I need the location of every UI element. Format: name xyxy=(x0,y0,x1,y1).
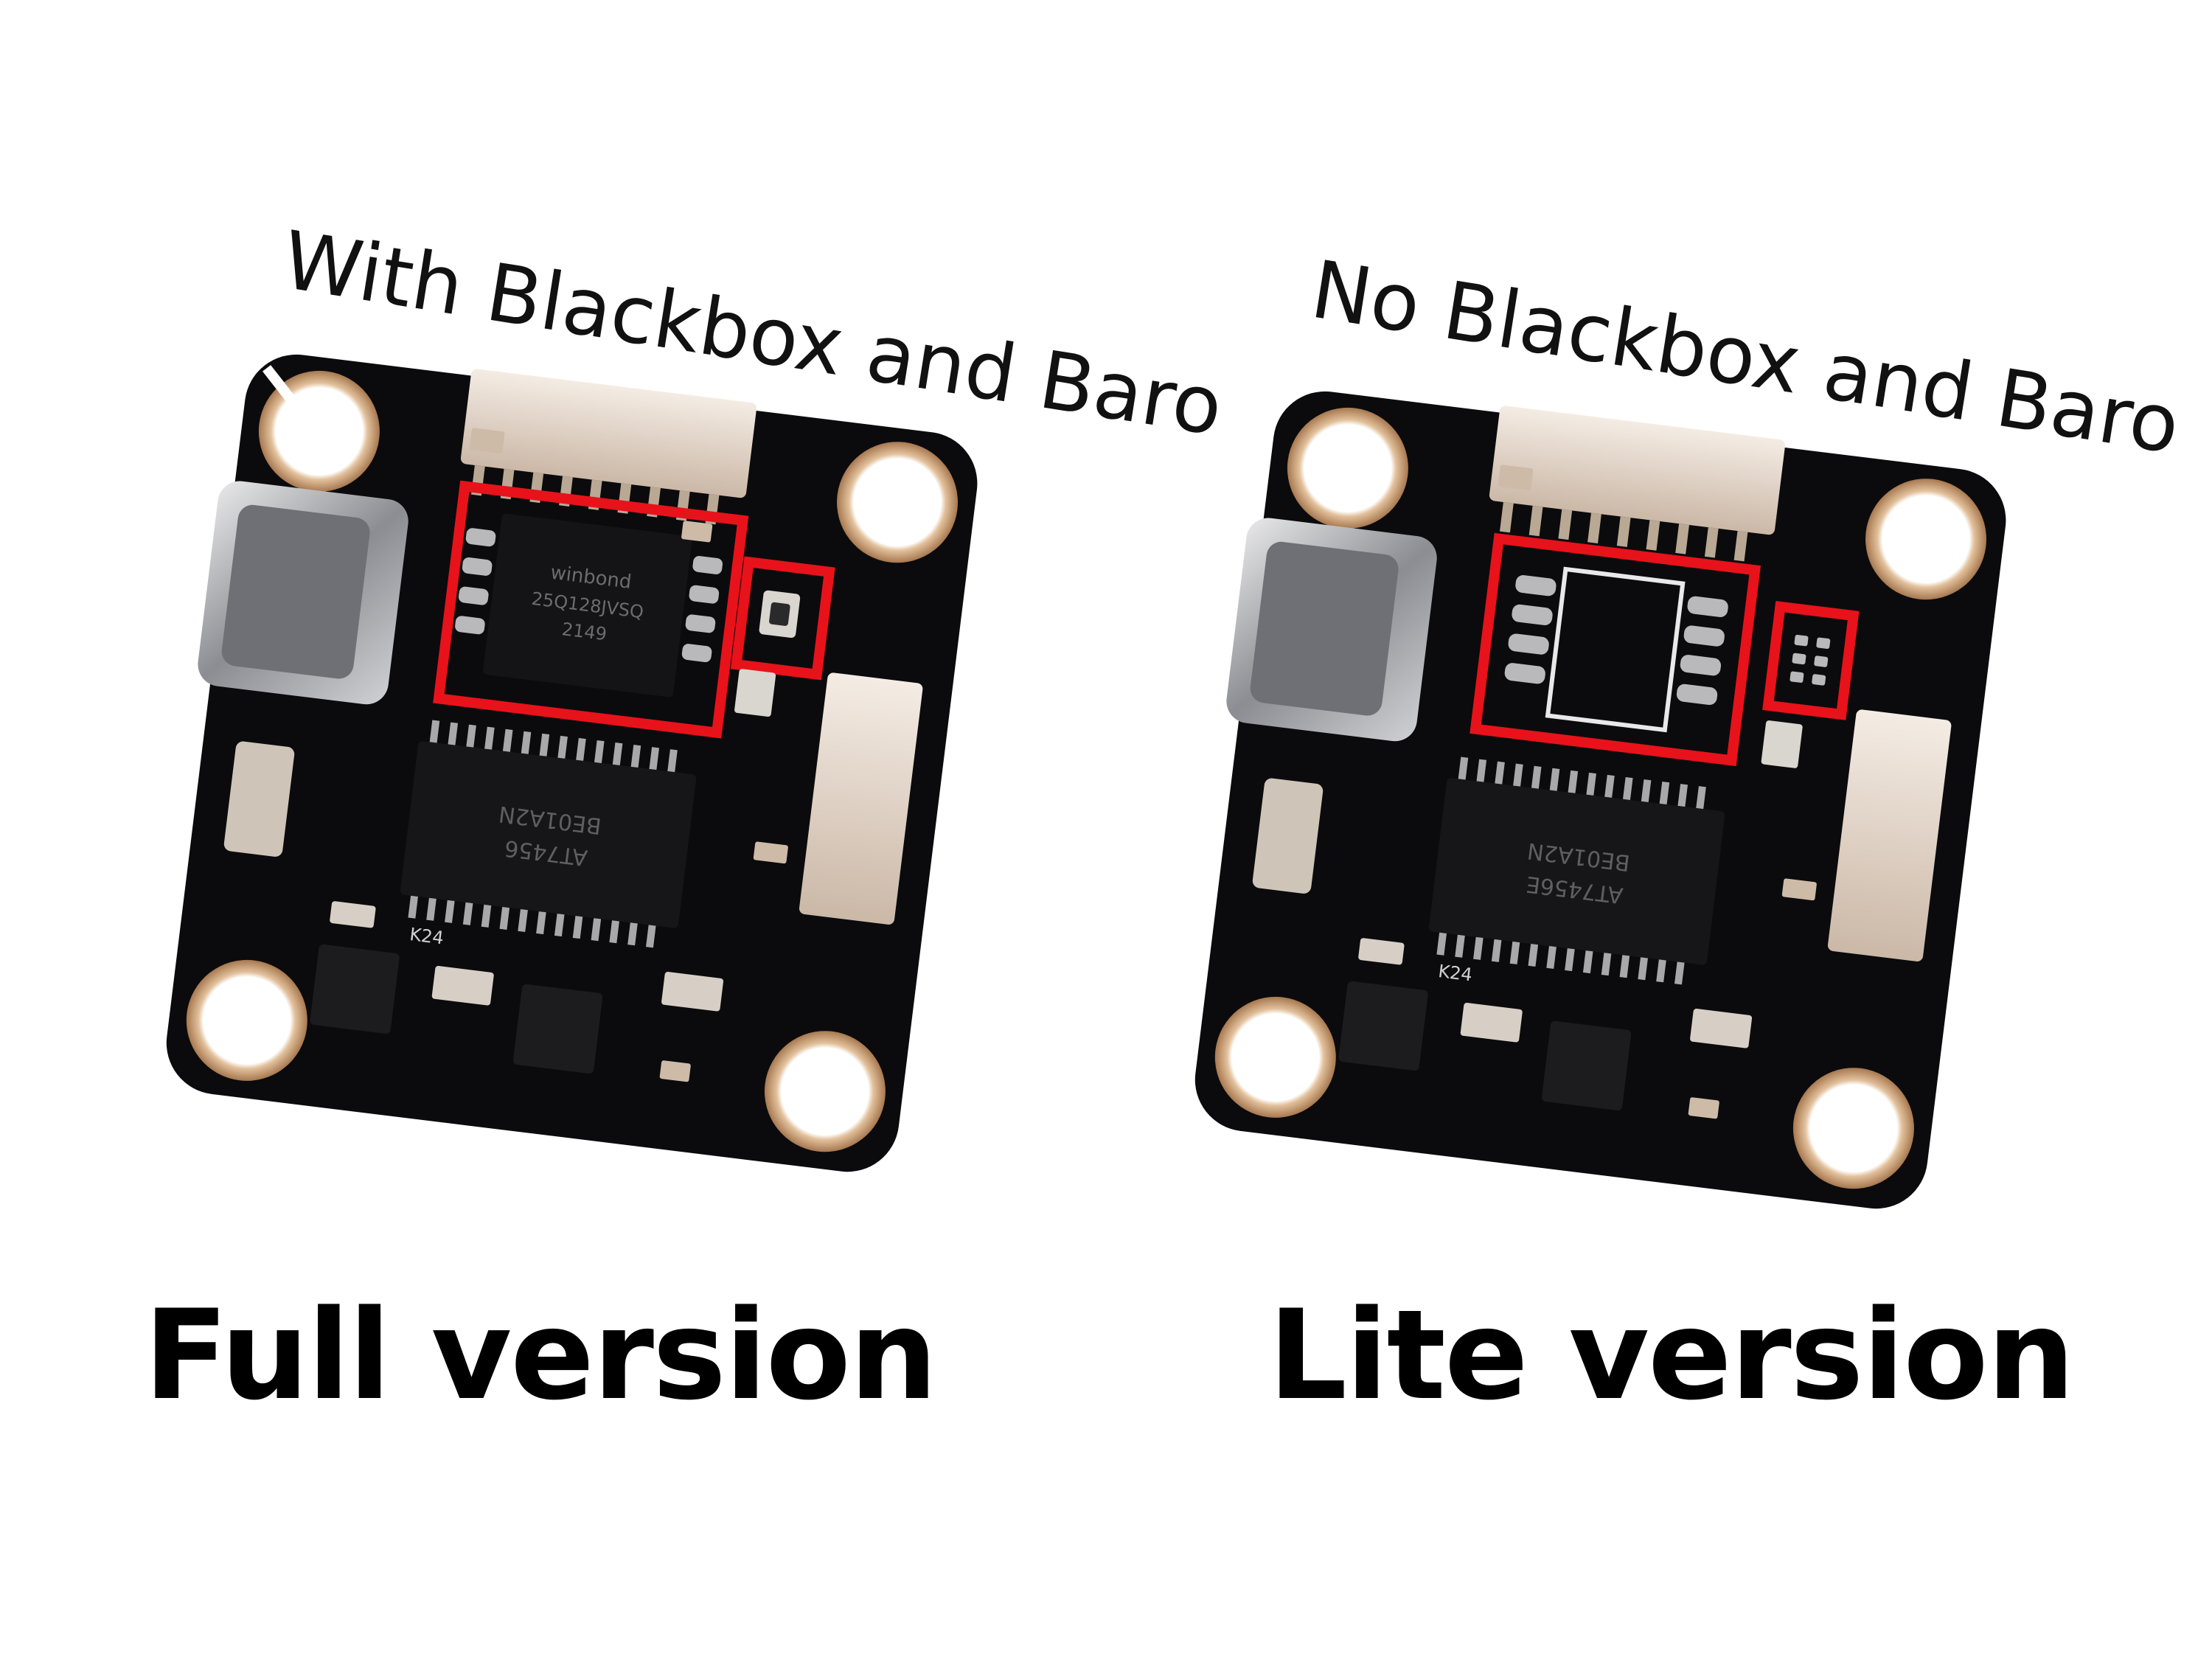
mounting-hole-top-left xyxy=(258,365,380,492)
mounting-hole-top-right xyxy=(837,442,959,563)
lite-version-board-image: AT7456E BE01A2N K24 xyxy=(1165,376,2035,1231)
mounting-hole-bottom-left xyxy=(1214,996,1336,1118)
baro-highlight-box xyxy=(1762,600,1860,720)
flight-controller-pcb: winbond 25Q128JVSQ 2149 xyxy=(166,354,978,1172)
right-connector xyxy=(799,672,923,925)
marking-k24: K24 xyxy=(1437,961,1473,985)
empty-baro-footprint xyxy=(1790,634,1831,686)
osd-chip: AT7456 BE01A2N xyxy=(400,720,697,948)
baro-highlight-box xyxy=(730,556,835,681)
blackbox-highlight-box xyxy=(1470,532,1761,767)
lite-version-label: Lite version xyxy=(1268,1283,2075,1427)
usb-c-port xyxy=(198,481,408,705)
full-version-label: Full version xyxy=(144,1283,938,1427)
mounting-hole-bottom-left xyxy=(186,959,307,1081)
mounting-hole-bottom-right xyxy=(1792,1068,1914,1189)
osd-chip: AT7456E BE01A2N xyxy=(1428,757,1725,985)
barometer-chip xyxy=(759,590,801,639)
marking-k24: K24 xyxy=(408,924,445,948)
small-components xyxy=(223,428,788,1082)
usb-c-port xyxy=(1226,518,1437,742)
blackbox-highlight-box xyxy=(433,480,749,739)
mounting-hole-top-right xyxy=(1865,479,1987,600)
top-connector xyxy=(1489,406,1786,562)
empty-flash-footprint xyxy=(1504,566,1728,733)
flight-controller-pcb: AT7456E BE01A2N K24 xyxy=(1194,391,2006,1209)
right-connector xyxy=(1827,709,1952,961)
blackbox-flash-chip: winbond 25Q128JVSQ 2149 xyxy=(455,513,723,698)
mounting-hole-top-left xyxy=(1287,407,1408,529)
small-components xyxy=(1252,465,1817,1119)
mounting-hole-bottom-right xyxy=(764,1031,886,1152)
full-version-board-image: winbond 25Q128JVSQ 2149 xyxy=(136,339,1006,1194)
